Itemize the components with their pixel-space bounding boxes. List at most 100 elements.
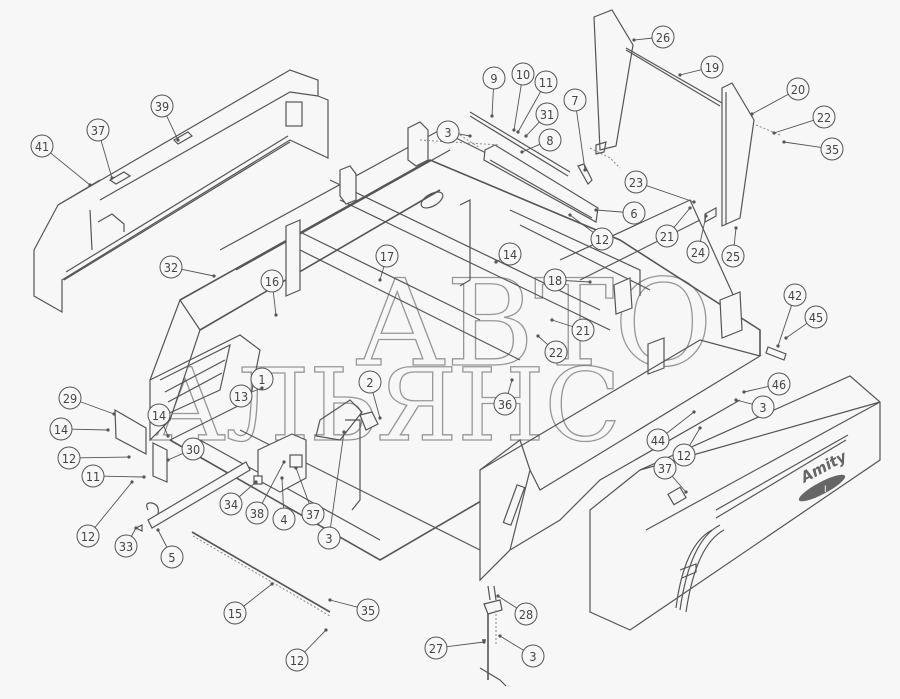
- callout-circle: [651, 25, 675, 49]
- callout-number: 15: [228, 606, 242, 621]
- callout-target-dot: [378, 416, 382, 420]
- callout-circle: [571, 318, 595, 342]
- callout-target-dot: [594, 208, 598, 212]
- callout-target-dot: [324, 628, 328, 632]
- callout-33: 33: [114, 526, 138, 558]
- callout-target-dot: [496, 594, 500, 598]
- callout-2: 2: [358, 370, 382, 420]
- callout-12: 12: [568, 213, 614, 251]
- callout-circle: [514, 602, 538, 626]
- callout-35: 35: [782, 137, 844, 161]
- callout-target-dot: [520, 150, 524, 154]
- callout-target-dot: [692, 200, 696, 204]
- callout-circle: [544, 340, 568, 364]
- callout-target-dot: [166, 458, 170, 462]
- callout-14: 14: [147, 403, 171, 438]
- callout-leader: [103, 475, 145, 478]
- callout-circle: [81, 464, 105, 488]
- callout-circle: [767, 372, 791, 396]
- callout-circle: [49, 417, 73, 441]
- callout-number: 7: [571, 93, 578, 108]
- callout-number: 14: [54, 422, 68, 437]
- callout-target-dot: [468, 134, 472, 138]
- callout-31: 31: [524, 102, 559, 138]
- callout-leader: [80, 401, 115, 415]
- callout-target-dot: [212, 274, 216, 278]
- callout-number: 11: [86, 469, 100, 484]
- callout-number: 37: [658, 461, 672, 476]
- callout-number: 26: [656, 30, 670, 45]
- callout-target-dot: [750, 112, 754, 116]
- callout-number: 18: [548, 273, 562, 288]
- callout-circle: [114, 534, 138, 558]
- callout-leader: [71, 428, 109, 431]
- callout-7: 7: [563, 88, 587, 172]
- callout-circle: [498, 242, 522, 266]
- callout-leader: [777, 305, 792, 347]
- callout-leader: [379, 266, 385, 281]
- callout-target-dot: [516, 130, 520, 134]
- callout-leader: [679, 69, 702, 76]
- callout-35: 35: [328, 598, 380, 622]
- callout-number: 44: [651, 433, 665, 448]
- callout-circle: [219, 492, 243, 516]
- callout-number: 30: [186, 442, 200, 457]
- callout-circle: [655, 224, 679, 248]
- callout-number: 32: [164, 260, 178, 275]
- callout-target-dot: [482, 640, 486, 644]
- callout-target-dot: [494, 260, 498, 264]
- callout-circle: [181, 437, 205, 461]
- callout-39: 39: [150, 94, 180, 142]
- callout-24: 24: [686, 214, 710, 264]
- callout-circle: [786, 77, 810, 101]
- callout-leader: [513, 84, 522, 131]
- callout-1: 1: [250, 367, 274, 391]
- callout-leader: [491, 88, 494, 117]
- callout-32: 32: [159, 255, 216, 279]
- callout-leader: [576, 110, 586, 171]
- callout-target-dot: [678, 73, 682, 77]
- callout-target-dot: [106, 428, 110, 432]
- callout-circle: [751, 395, 775, 419]
- callout-number: 16: [265, 274, 279, 289]
- callout-leader: [100, 140, 113, 179]
- callout-number: 14: [152, 408, 166, 423]
- callout-target-dot: [254, 480, 258, 484]
- callout-number: 29: [63, 391, 77, 406]
- rake-bar-assembly: [419, 111, 599, 223]
- callout-number: 22: [549, 345, 563, 360]
- callout-3: 3: [436, 120, 472, 144]
- callout-leader: [633, 37, 653, 41]
- callout-circle: [624, 170, 648, 194]
- callout-target-dot: [498, 634, 502, 638]
- callout-target-dot: [112, 412, 116, 416]
- callout-leader: [646, 185, 695, 203]
- callout-circle: [538, 128, 562, 152]
- callout-13: 13: [229, 384, 264, 408]
- callout-circle: [58, 386, 82, 410]
- callout-number: 12: [677, 448, 691, 463]
- callout-leader: [304, 629, 327, 653]
- callout-leader: [671, 475, 687, 493]
- callout-number: 8: [546, 133, 553, 148]
- callout-number: 11: [539, 75, 553, 90]
- bracket-42: [765, 346, 787, 361]
- callout-circle: [493, 392, 517, 416]
- callout-circle: [812, 105, 836, 129]
- callout-29: 29: [58, 386, 116, 416]
- callout-circle: [535, 102, 559, 126]
- brand-logo-badge: [798, 474, 846, 502]
- callout-37: 37: [294, 466, 325, 526]
- callout-leader: [162, 424, 169, 437]
- callout-circle: [534, 70, 558, 94]
- callout-3: 3: [734, 395, 775, 419]
- callout-target-dot: [688, 206, 692, 210]
- callout-leader: [517, 91, 542, 133]
- callout-target-dot: [274, 313, 278, 317]
- callout-leader: [50, 152, 91, 186]
- callout-target-dot: [110, 176, 114, 180]
- tube-5: [146, 461, 251, 529]
- callout-leader: [569, 214, 594, 233]
